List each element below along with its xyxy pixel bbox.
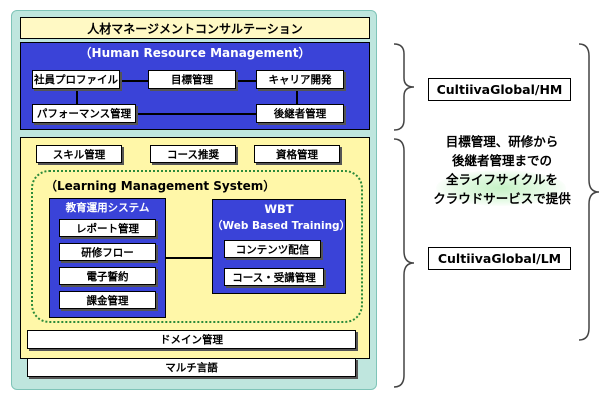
lm-brace bbox=[393, 138, 415, 388]
edu-module-e-pledge: 電子誓約 bbox=[59, 267, 156, 285]
hm-connector bbox=[76, 80, 78, 114]
wbt-subtitle: （Web Based Training） bbox=[212, 220, 351, 232]
domain-management-bar: ドメイン管理 bbox=[27, 330, 356, 349]
wbt-module-course-enrollment-management: コース・受講管理 bbox=[224, 268, 324, 286]
hm-brace bbox=[393, 43, 415, 131]
lm-module-course-recommendation: コース推奨 bbox=[150, 145, 236, 163]
edu-module-billing-management: 課金管理 bbox=[59, 291, 156, 309]
lms-title: （Learning Management System） bbox=[45, 179, 276, 193]
hm-module-goal-management: 目標管理 bbox=[148, 70, 236, 89]
description-line: 全ライフサイクルを bbox=[446, 172, 558, 187]
description-text: 目標管理、研修から 後継者管理までの 全ライフサイクルを クラウドサービスで提供 bbox=[427, 132, 577, 208]
wbt-module-content-delivery: コンテンツ配信 bbox=[224, 240, 321, 258]
edu-title: 教育運用システム bbox=[65, 202, 150, 214]
hm-module-career-development: キャリア開発 bbox=[256, 70, 344, 89]
description-highlight bbox=[436, 170, 566, 206]
edu-wbt-connector bbox=[166, 257, 212, 259]
lm-module-qualification-management: 資格管理 bbox=[254, 145, 340, 163]
hm-title: （Human Resource Management） bbox=[79, 46, 311, 60]
diagram-title: 人材マネージメントコンサルテーション bbox=[20, 17, 370, 39]
wbt-title: WBT bbox=[264, 202, 294, 216]
hm-module-performance-management: パフォーマンス管理 bbox=[32, 104, 136, 123]
edu-module-training-flow: 研修フロー bbox=[59, 243, 156, 261]
description-line: 後継者管理までの bbox=[451, 153, 552, 168]
edu-module-report-management: レポート管理 bbox=[59, 219, 156, 237]
description-line: クラウドサービスで提供 bbox=[433, 191, 571, 206]
hm-module-succession-management: 後継者管理 bbox=[256, 104, 344, 123]
lm-module-skill-management: スキル管理 bbox=[36, 145, 122, 163]
multi-language-bar: マルチ言語 bbox=[27, 358, 356, 377]
product-label-hm: CultiivaGlobal/HM bbox=[428, 78, 571, 101]
hm-connector bbox=[96, 113, 296, 115]
hm-connector bbox=[296, 80, 298, 114]
product-label-lm: CultiivaGlobal/LM bbox=[428, 247, 571, 270]
lms-region bbox=[31, 170, 363, 323]
hm-module-employee-profile: 社員プロファイル bbox=[32, 70, 120, 89]
right-brace bbox=[578, 43, 600, 341]
description-line: 目標管理、研修から bbox=[445, 134, 559, 149]
